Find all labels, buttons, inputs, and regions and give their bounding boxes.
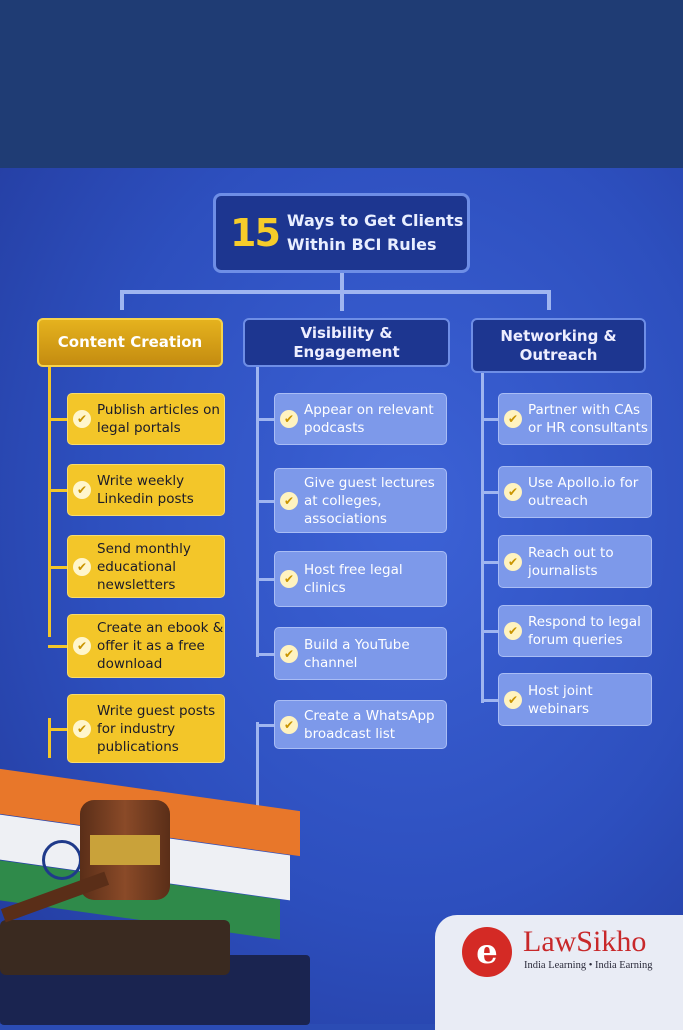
title-number: 15 <box>230 211 281 255</box>
list-item: ✔ Host free legal clinics <box>274 551 447 607</box>
connector <box>48 367 51 637</box>
check-icon: ✔ <box>280 410 298 428</box>
connector-arrow <box>256 499 274 503</box>
list-item: ✔ Build a YouTube channel <box>274 627 447 680</box>
check-icon: ✔ <box>504 410 522 428</box>
item-label: Write guest posts for industry publicati… <box>97 702 216 755</box>
list-item: ✔ Appear on relevant podcasts <box>274 393 447 445</box>
item-label: Build a YouTube channel <box>304 636 410 671</box>
connector-arrow <box>256 723 274 727</box>
check-icon: ✔ <box>73 637 91 655</box>
item-label: Reach out to journalists <box>528 544 614 579</box>
check-icon: ✔ <box>504 552 522 571</box>
gavel-flag-illustration <box>0 768 320 1025</box>
list-item: ✔ Create an ebook & offer it as a free do… <box>67 614 225 678</box>
connector <box>256 367 259 657</box>
check-icon: ✔ <box>504 483 522 501</box>
list-item: ✔ Send monthly educational newsletters <box>67 535 225 598</box>
connector-arrow <box>481 698 498 702</box>
item-label: Host free legal clinics <box>304 562 403 596</box>
connector <box>547 290 551 310</box>
list-item: ✔ Respond to legal forum queries <box>498 605 652 657</box>
item-label: Use Apollo.io for outreach <box>528 475 639 509</box>
title-text: Ways to Get Clients Within BCI Rules <box>286 211 464 254</box>
connector <box>120 290 550 294</box>
logo-name: LawSikho <box>523 925 647 958</box>
connector-arrow <box>48 727 67 731</box>
connector-arrow <box>48 565 67 569</box>
connector-arrow <box>481 560 498 564</box>
list-item: ✔ Give guest lectures at colleges, associ… <box>274 468 447 533</box>
list-item: ✔ Write guest posts for industry publicat… <box>67 694 225 763</box>
connector <box>340 273 344 311</box>
connector <box>120 290 124 310</box>
connector-arrow <box>481 491 498 494</box>
connector-arrow <box>256 578 274 581</box>
check-icon: ✔ <box>280 715 298 734</box>
list-item: ✔ Host joint webinars <box>498 673 652 726</box>
check-icon: ✔ <box>73 410 91 428</box>
item-label: Appear on relevant podcasts <box>304 402 434 436</box>
header-visibility-engagement: Visibility & Engagement <box>243 318 450 367</box>
item-label: Write weekly Linkedin posts <box>97 473 194 507</box>
item-label: Publish articles on legal portals <box>97 402 220 436</box>
logo-icon: e <box>462 927 512 977</box>
list-item: ✔ Create a WhatsApp broadcast list <box>274 700 447 749</box>
check-icon: ✔ <box>504 690 522 709</box>
item-label: Create an ebook & offer it as a free dow… <box>97 620 224 672</box>
lawsikho-logo-card: e LawSikho India Learning • India Earnin… <box>435 915 683 1030</box>
connector-arrow <box>48 418 67 421</box>
list-item: ✔ Write weekly Linkedin posts <box>67 464 225 516</box>
list-item: ✔ Publish articles on legal portals <box>67 393 225 445</box>
check-icon: ✔ <box>280 644 298 663</box>
header-networking-outreach: Networking & Outreach <box>471 318 646 373</box>
connector-arrow <box>481 418 498 421</box>
check-icon: ✔ <box>73 481 91 499</box>
connector-arrow <box>481 630 498 633</box>
check-icon: ✔ <box>504 622 522 640</box>
connector <box>256 722 259 817</box>
list-item: ✔ Use Apollo.io for outreach <box>498 466 652 518</box>
item-label: Partner with CAs or HR consultants <box>528 402 648 436</box>
item-label: Respond to legal forum queries <box>528 614 641 648</box>
connector-arrow <box>256 652 274 656</box>
connector <box>48 718 51 758</box>
check-icon: ✔ <box>73 719 91 738</box>
top-banner <box>0 0 683 168</box>
item-label: Create a WhatsApp broadcast list <box>304 707 435 742</box>
connector-arrow <box>48 645 67 648</box>
check-icon: ✔ <box>280 570 298 588</box>
connector-arrow <box>48 489 67 492</box>
item-label: Send monthly educational newsletters <box>97 540 191 593</box>
title-box: 15 Ways to Get Clients Within BCI Rules <box>213 193 470 273</box>
header-content-creation: Content Creation <box>37 318 223 367</box>
list-item: ✔ Partner with CAs or HR consultants <box>498 393 652 445</box>
list-item: ✔ Reach out to journalists <box>498 535 652 588</box>
check-icon: ✔ <box>73 557 91 576</box>
item-label: Host joint webinars <box>528 682 593 717</box>
item-label: Give guest lectures at colleges, associa… <box>304 474 435 527</box>
connector <box>481 373 484 703</box>
logo-tagline: India Learning • India Earning <box>524 960 653 971</box>
check-icon: ✔ <box>280 491 298 510</box>
connector-arrow <box>256 418 274 421</box>
